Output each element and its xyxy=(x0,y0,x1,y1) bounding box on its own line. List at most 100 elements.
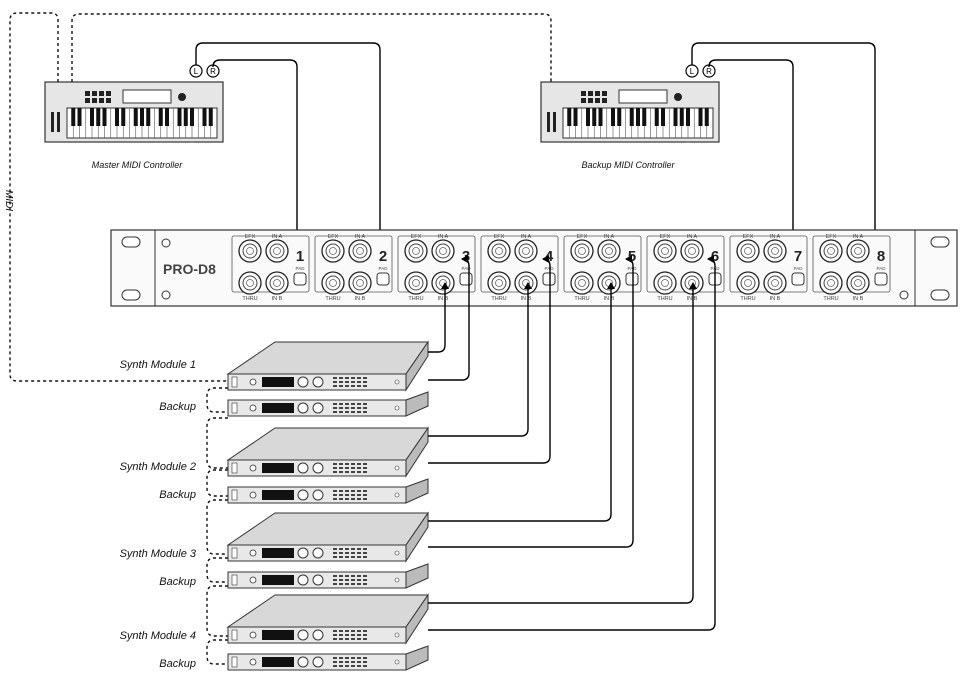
channel-number: 7 xyxy=(794,248,802,265)
pad-label: PAD xyxy=(877,266,887,271)
rack-screw xyxy=(899,290,909,300)
module-knob xyxy=(312,574,324,586)
synth-module-4 xyxy=(226,593,429,645)
thru-label: THRU xyxy=(242,296,257,302)
controller-pad xyxy=(99,98,104,103)
midi-cable-master-to-module1 xyxy=(9,12,232,382)
controller-display xyxy=(618,89,668,104)
black-key xyxy=(183,108,188,126)
midi-cable-master-to-backup-controller xyxy=(71,13,552,82)
in-b-label: IN B xyxy=(853,296,864,302)
backup-module-1 xyxy=(227,391,429,417)
svg-text:R: R xyxy=(706,67,712,76)
module-knob xyxy=(312,547,324,559)
backup-module-2 xyxy=(227,478,429,504)
efx-label: EFX xyxy=(743,234,754,240)
black-key xyxy=(592,108,597,126)
pad-button xyxy=(293,272,307,286)
channel-number: 4 xyxy=(545,248,554,265)
thru-label: THRU xyxy=(325,296,340,302)
master-r-jack: R xyxy=(206,64,220,78)
rack-ear-slot xyxy=(930,289,950,301)
controller-knob xyxy=(178,93,186,101)
black-key xyxy=(698,108,703,126)
controller-audio-cables xyxy=(195,42,879,241)
cable-master-l-to-ch2 xyxy=(195,42,384,241)
controller-pad xyxy=(602,98,607,103)
black-key xyxy=(90,108,94,126)
cable-backup1-to-ch3 xyxy=(428,255,470,381)
black-key xyxy=(158,108,163,126)
black-key xyxy=(642,108,647,126)
in-a-label: IN A xyxy=(604,234,615,240)
black-key xyxy=(121,108,126,126)
pad-label: PAD xyxy=(379,266,389,271)
black-key xyxy=(133,108,138,126)
in-a-label: IN A xyxy=(521,234,532,240)
module-knob xyxy=(312,629,324,641)
controller-pad xyxy=(92,98,97,103)
controller-pad xyxy=(588,91,593,96)
backup-controller-label: Backup MIDI Controller xyxy=(581,160,675,170)
controller-pad xyxy=(588,98,593,103)
black-key xyxy=(567,108,572,126)
module-display xyxy=(262,657,294,667)
module-display xyxy=(262,575,294,585)
channel-number: 2 xyxy=(379,248,387,265)
controller-knob xyxy=(674,93,682,101)
black-key xyxy=(77,108,82,126)
controller-pad xyxy=(581,98,586,103)
backup-module-3 xyxy=(227,563,429,589)
black-key xyxy=(71,108,76,126)
rack-screw xyxy=(161,238,171,248)
module-knob xyxy=(297,489,309,501)
channel-number: 6 xyxy=(711,248,719,265)
controller-pad xyxy=(99,91,104,96)
module-display xyxy=(262,403,294,413)
midi-chain-4 xyxy=(206,499,228,555)
master-l-jack: L xyxy=(189,64,203,78)
synth-module-3 xyxy=(226,511,429,563)
module-knob xyxy=(297,574,309,586)
efx-label: EFX xyxy=(826,234,837,240)
in-a-label: IN A xyxy=(272,234,283,240)
rack-model-name: PRO-D8 xyxy=(163,261,216,277)
black-key xyxy=(654,108,659,126)
black-key xyxy=(573,108,578,126)
backup-l-jack: L xyxy=(685,64,699,78)
module-display xyxy=(262,490,294,500)
in-b-label: IN B xyxy=(438,296,449,302)
thru-label: THRU xyxy=(408,296,423,302)
pad-label: PAD xyxy=(794,266,804,271)
black-key xyxy=(190,108,194,126)
pitch-wheel xyxy=(51,112,54,132)
thru-label: THRU xyxy=(491,296,506,302)
svg-text:R: R xyxy=(210,67,216,76)
cable-backup-r-to-ch7 xyxy=(708,59,797,241)
black-key xyxy=(704,108,709,126)
thru-label: THRU xyxy=(657,296,672,302)
controller-pad xyxy=(595,98,600,103)
backup-3-label: Backup xyxy=(159,576,196,588)
in-a-label: IN A xyxy=(853,234,864,240)
module-display xyxy=(262,630,294,640)
rack-screw xyxy=(161,290,171,300)
black-key xyxy=(202,108,207,126)
channel-number: 1 xyxy=(296,248,304,265)
pitch-wheel xyxy=(547,112,550,132)
black-key xyxy=(177,108,182,126)
in-b-label: IN B xyxy=(355,296,366,302)
module-display xyxy=(262,548,294,558)
efx-label: EFX xyxy=(328,234,339,240)
black-key xyxy=(679,108,684,126)
module-knob xyxy=(312,656,324,668)
module-knob xyxy=(297,376,309,388)
synth-module-3-label: Synth Module 3 xyxy=(120,548,197,560)
